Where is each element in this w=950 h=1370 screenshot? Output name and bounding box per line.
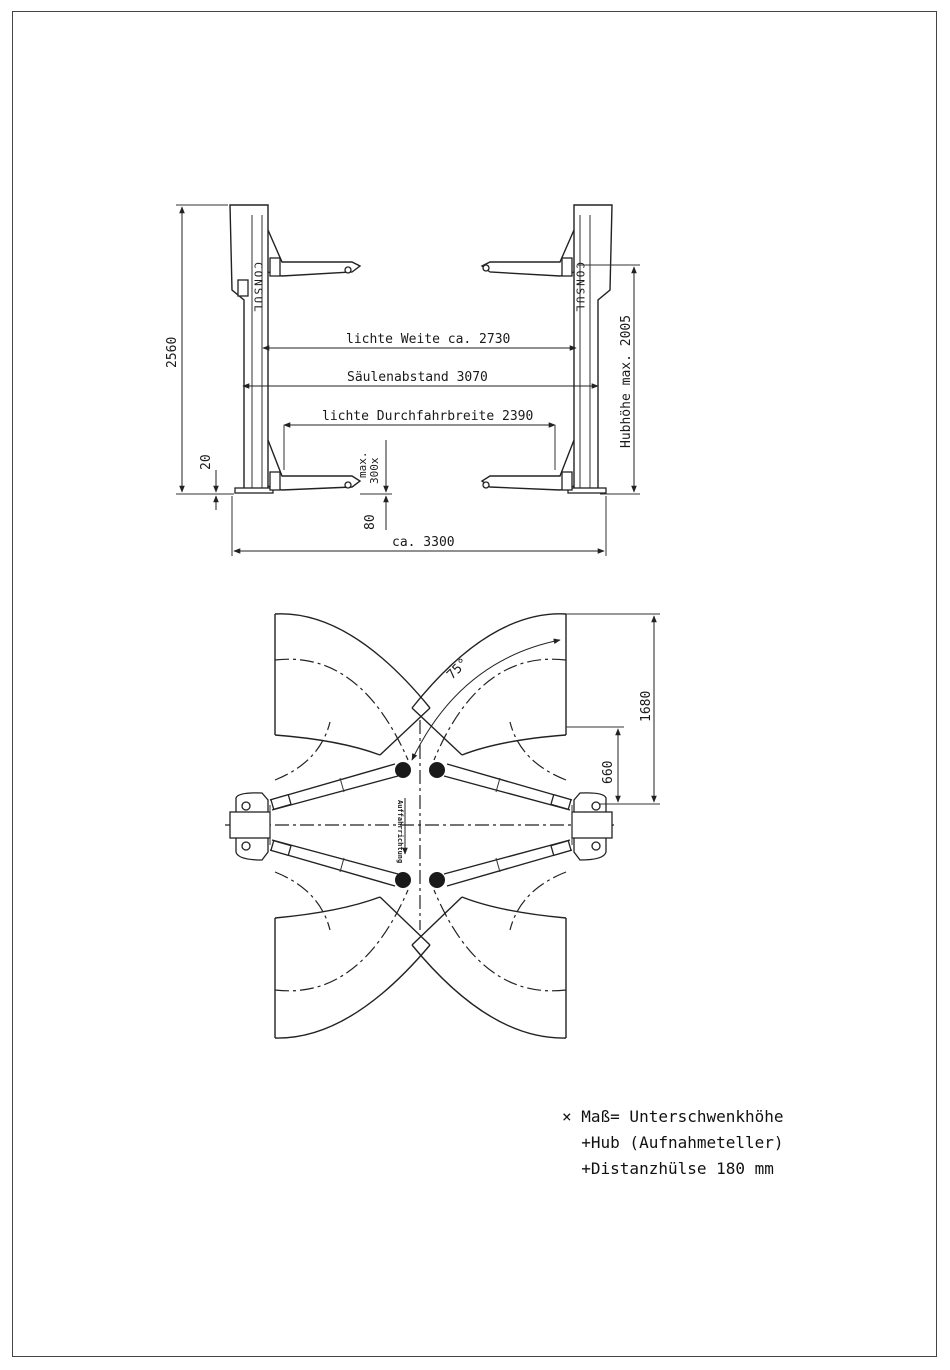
dim-drive-through: lichte Durchfahrbreite 2390: [322, 409, 533, 424]
angle-label: 75°: [444, 656, 471, 683]
drive-direction: Auffahrrichtung: [396, 800, 404, 863]
dim-clear-width: lichte Weite ca. 2730: [346, 332, 510, 347]
dim-lift-height: Hubhöhe max. 2005: [619, 315, 634, 448]
dim-swing-length: 1680: [639, 691, 654, 722]
dim-base-height: 20: [199, 454, 214, 470]
left-column: [230, 205, 360, 493]
dim-pad-height: 80: [363, 514, 378, 530]
right-base: [572, 793, 612, 860]
top-view: 75°: [225, 614, 660, 1038]
dim-total-height: 2560: [165, 337, 180, 368]
dim-max-value: 300x: [368, 457, 381, 484]
dim-arm-offset: 660: [601, 761, 616, 784]
left-base: [230, 793, 270, 860]
footnote-line-3: +Distanzhülse 180 mm: [562, 1156, 862, 1182]
footnote: × Maß= Unterschwenkhöhe +Hub (Aufnahmete…: [562, 1104, 862, 1182]
footnote-line-1: × Maß= Unterschwenkhöhe: [562, 1104, 862, 1130]
brand-left: CONSUL: [252, 262, 265, 314]
dim-total-width: ca. 3300: [392, 535, 455, 550]
front-view: CONSUL CONSUL lichte Weite ca. 2730 Säul…: [165, 205, 640, 556]
dim-column-distance: Säulenabstand 3070: [347, 370, 488, 385]
footnote-line-2: +Hub (Aufnahmeteller): [562, 1130, 862, 1156]
right-column: [482, 205, 612, 493]
brand-right: CONSUL: [574, 262, 587, 314]
